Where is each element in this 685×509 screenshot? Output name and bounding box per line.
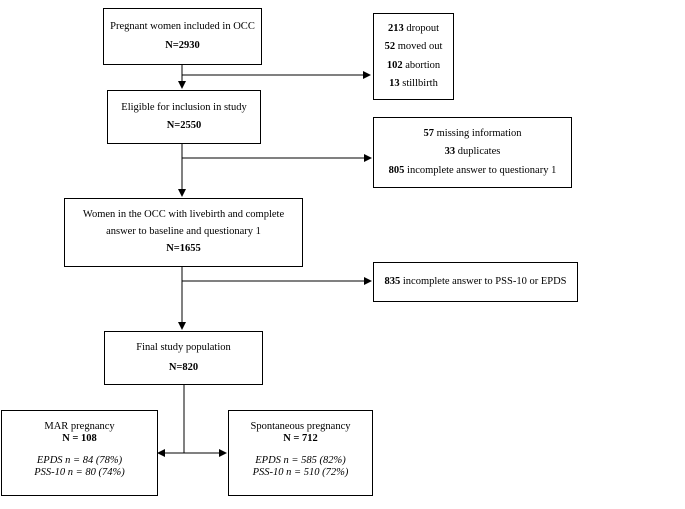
spont-n: N = 712 [283,433,318,445]
excl2-item: 57 missing information [423,127,522,139]
eligible-n: N=2550 [166,120,202,131]
occ-n: N=2930 [165,39,200,51]
spont-title: Spontaneous pregnancy [250,421,351,432]
box-exclusion-1: 213 dropout 52 moved out 102 abortion 13… [373,13,454,100]
excl1-item: 102 abortion [386,59,441,71]
livebirth-line2: answer to baseline and questionary 1 [106,226,261,238]
excl3-item: 835 incomplete answer to PSS-10 or EPDS [384,275,567,287]
mar-pss: PSS-10 n = 80 (74%) [34,467,125,479]
box-eligible: Eligible for inclusion in study N=2550 [107,90,261,144]
box-occ: Pregnant women included in OCC N=2930 [103,8,262,65]
excl1-item: 213 dropout [387,22,440,34]
excl2-item: 33 duplicates [444,146,501,158]
box-final-population: Final study population N=820 [104,331,263,385]
excl1-item: 52 moved out [384,41,443,53]
mar-epds: EPDS n = 84 (78%) [36,455,123,467]
spont-pss: PSS-10 n = 510 (72%) [252,467,349,479]
mar-n: N = 108 [62,433,97,445]
box-spontaneous-pregnancy: Spontaneous pregnancy N = 712 EPDS n = 5… [228,410,373,496]
final-title: Final study population [136,341,231,353]
excl1-item: 13 stillbirth [389,77,438,89]
box-mar-pregnancy: MAR pregnancy N = 108 EPDS n = 84 (78%) … [1,410,158,496]
livebirth-line1: Women in the OCC with livebirth and comp… [82,209,285,221]
mar-title: MAR pregnancy [44,421,115,432]
excl2-item: 805 incomplete answer to questionary 1 [388,164,557,176]
box-livebirth: Women in the OCC with livebirth and comp… [64,198,303,267]
final-n: N=820 [168,362,199,373]
box-exclusion-2: 57 missing information 33 duplicates 805… [373,117,572,188]
box-exclusion-3: 835 incomplete answer to PSS-10 or EPDS [373,262,578,302]
occ-title: Pregnant women included in OCC [110,21,255,33]
eligible-title: Eligible for inclusion in study [121,101,247,113]
livebirth-n: N=1655 [166,242,201,254]
spont-epds: EPDS n = 585 (82%) [255,455,346,467]
